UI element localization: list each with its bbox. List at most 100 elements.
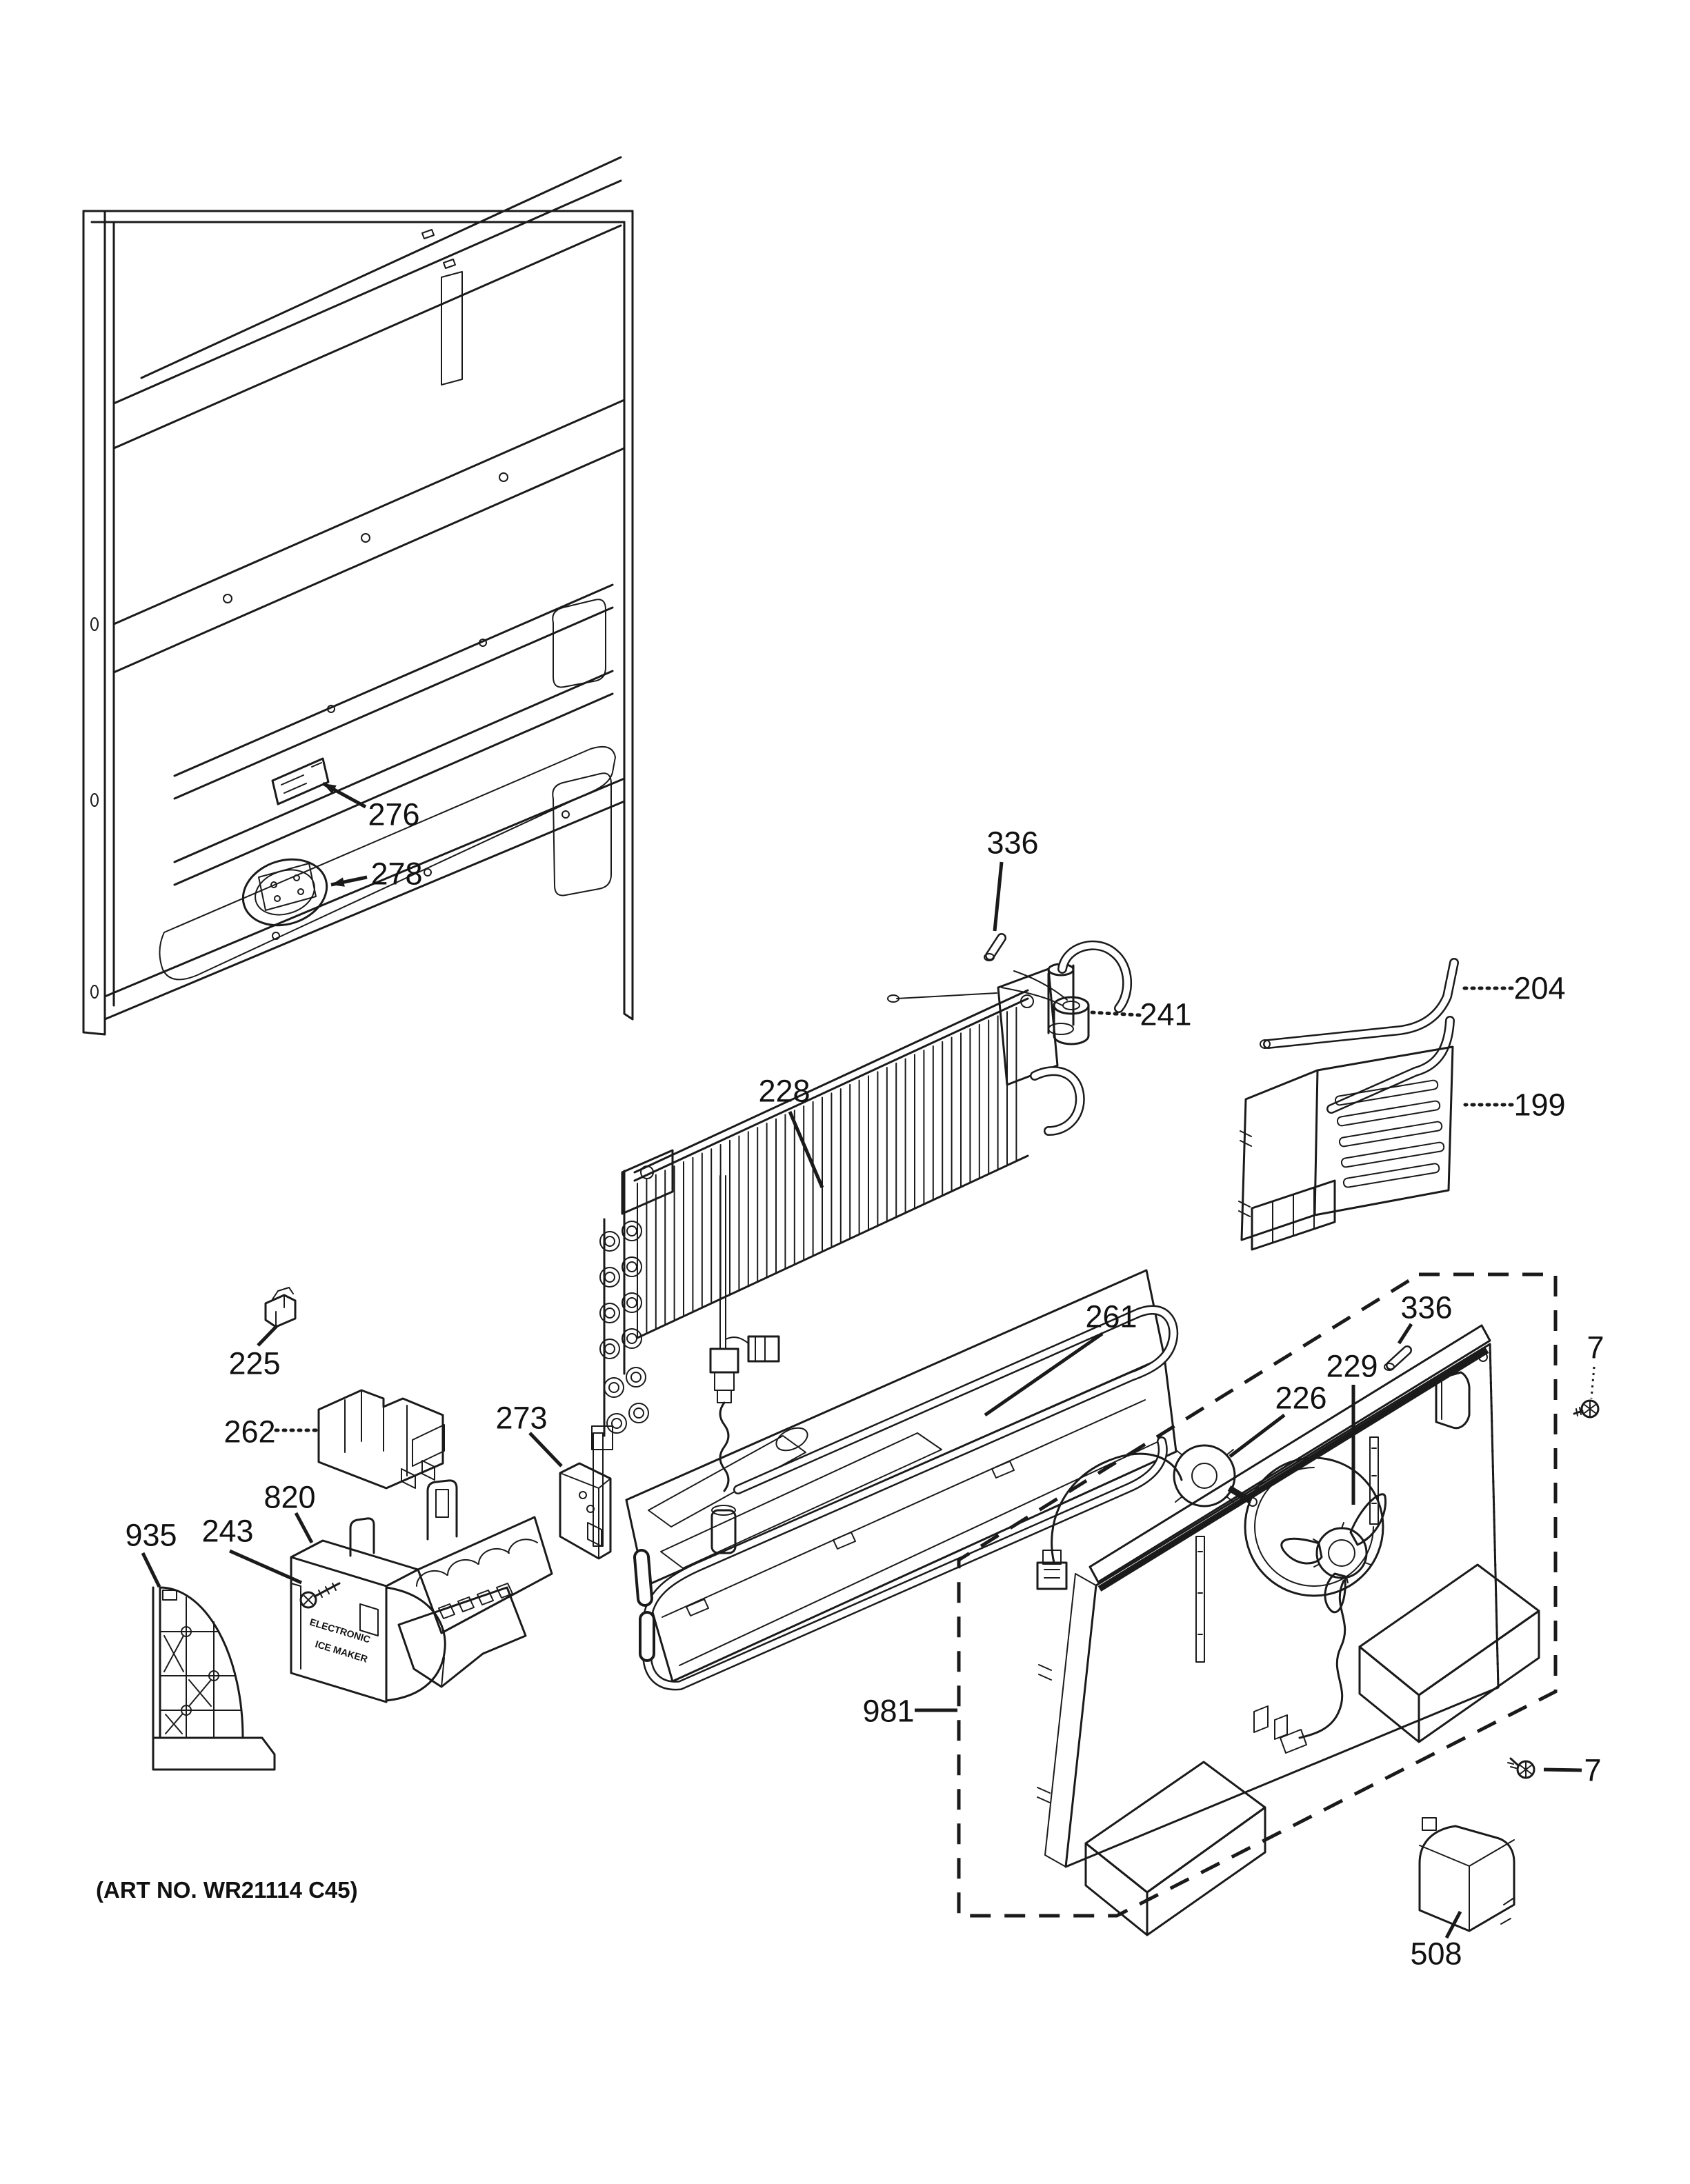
part-820-ice-maker: ELECTRONIC ICE MAKER bbox=[290, 1479, 553, 1703]
rail-hole bbox=[327, 705, 335, 713]
evaporator-fin-band-edges bbox=[633, 989, 1029, 1339]
leader-line-228 bbox=[788, 1111, 824, 1188]
leader-line-7 bbox=[1590, 1366, 1595, 1399]
mullion-screw bbox=[223, 594, 232, 603]
leader-line-508 bbox=[1444, 1910, 1462, 1939]
leader-line-820 bbox=[294, 1512, 314, 1544]
tube-end bbox=[611, 1418, 622, 1429]
part-935-shield-panel bbox=[152, 1586, 276, 1771]
rail-hole bbox=[90, 617, 99, 631]
fan-panel-top-rail bbox=[1088, 1324, 1491, 1583]
leader-line-273 bbox=[528, 1432, 563, 1467]
cabinet-right-rail bbox=[623, 210, 634, 1021]
part-228-evaporator bbox=[599, 933, 1132, 1437]
rail-hole bbox=[90, 793, 99, 807]
back-duct bbox=[441, 271, 463, 385]
callout-820: 820 bbox=[264, 1480, 315, 1515]
evaporator-right-bracket bbox=[997, 968, 1059, 1086]
tube-end bbox=[599, 1231, 620, 1252]
defrost-heater-tube bbox=[644, 1307, 1177, 1689]
part-7-screw-upper bbox=[1573, 1399, 1600, 1419]
evap-mounting-rails bbox=[173, 583, 614, 886]
cover-bottom-grill bbox=[1251, 1179, 1336, 1251]
ice-mold-tray bbox=[417, 1516, 553, 1634]
floor-front-sill bbox=[103, 777, 626, 1021]
tube-end bbox=[604, 1377, 624, 1398]
sill-hole bbox=[561, 810, 570, 819]
sill-hole bbox=[424, 868, 432, 876]
callout-226: 226 bbox=[1275, 1381, 1326, 1416]
tube-end bbox=[604, 1272, 615, 1283]
fan-panel-top-edge bbox=[1097, 1348, 1489, 1592]
rail-hole bbox=[90, 985, 99, 999]
leader-arrow-276 bbox=[323, 783, 337, 794]
part-508-duct-cover bbox=[1418, 1817, 1515, 1932]
tube-end bbox=[628, 1403, 649, 1423]
fan-panel bbox=[1064, 1343, 1500, 1868]
mullion-screw bbox=[361, 533, 370, 543]
callout-981: 981 bbox=[862, 1694, 914, 1729]
callout-7: 7 bbox=[1587, 1330, 1604, 1365]
callout-204: 204 bbox=[1513, 971, 1565, 1006]
leader-line-261 bbox=[984, 1332, 1104, 1417]
part-204-suction-tube bbox=[1260, 958, 1459, 1049]
tube-end bbox=[626, 1297, 637, 1308]
tube-end bbox=[604, 1308, 615, 1319]
fan-shroud-inner bbox=[1254, 1467, 1374, 1587]
tube-end bbox=[622, 1292, 642, 1313]
part-225-switch bbox=[264, 1287, 297, 1328]
cabinet-left-rail bbox=[82, 210, 115, 1036]
tube-end bbox=[622, 1328, 642, 1349]
cabinet-top-edge bbox=[82, 210, 634, 223]
part-336-pin-lower bbox=[1384, 1345, 1412, 1371]
rail-hole bbox=[479, 639, 487, 647]
evaporator-fins bbox=[637, 1006, 1017, 1337]
part-261-drain-pan-heater bbox=[559, 1175, 1179, 1691]
accumulator-body bbox=[1047, 964, 1075, 1034]
ff-floor-band bbox=[112, 156, 622, 450]
callout-273: 273 bbox=[495, 1401, 547, 1436]
tube-end bbox=[604, 1343, 615, 1354]
leader-line-336 bbox=[1397, 1323, 1413, 1345]
callout-935: 935 bbox=[125, 1518, 177, 1553]
tube-end bbox=[599, 1267, 620, 1288]
fan-panel-side-wall bbox=[1044, 1573, 1097, 1867]
part-278-drain-cap bbox=[241, 858, 328, 927]
evaporator-left-bracket bbox=[621, 1149, 674, 1215]
tube-end bbox=[626, 1261, 637, 1272]
part-199-evaporator-cover bbox=[1238, 1016, 1455, 1251]
mullion-screw bbox=[499, 472, 508, 482]
callout-278: 278 bbox=[370, 856, 422, 892]
tube-end bbox=[622, 1256, 642, 1277]
freezer-cabinet-liner bbox=[82, 156, 634, 1036]
tube-end bbox=[630, 1372, 642, 1383]
air-deflector-left bbox=[1084, 1761, 1266, 1936]
fan-drain-wire bbox=[1298, 1579, 1346, 1739]
part-229-fan-blade bbox=[1280, 1493, 1387, 1614]
capillary-tube bbox=[896, 992, 997, 999]
callout-276: 276 bbox=[368, 797, 419, 832]
callout-336: 336 bbox=[1400, 1290, 1452, 1325]
bracket-hole bbox=[1020, 994, 1034, 1008]
tube-end bbox=[626, 1333, 637, 1344]
distributor-loop bbox=[1031, 1068, 1084, 1134]
part-336-pin-upper bbox=[984, 933, 1006, 961]
fan-shroud-ring bbox=[1244, 1456, 1384, 1597]
part-241-grommet bbox=[1001, 970, 1090, 1045]
callout-225: 225 bbox=[228, 1346, 280, 1381]
callout-508: 508 bbox=[1410, 1936, 1462, 1972]
corner-duct-lower bbox=[552, 772, 612, 896]
liner-slots bbox=[421, 229, 456, 269]
suction-elbow bbox=[1059, 942, 1131, 1012]
art-number: (ART NO. WR21114 C45) bbox=[96, 1877, 358, 1903]
accumulator-bottom bbox=[1048, 1023, 1074, 1035]
leader-arrow-278 bbox=[331, 877, 345, 887]
capillary-end bbox=[887, 994, 899, 1003]
pan-clip-tabs bbox=[686, 1461, 1015, 1616]
part-273-defrost-control bbox=[559, 1425, 613, 1560]
heater-terminal-sleeves bbox=[636, 1552, 653, 1659]
callout-336: 336 bbox=[986, 825, 1038, 861]
